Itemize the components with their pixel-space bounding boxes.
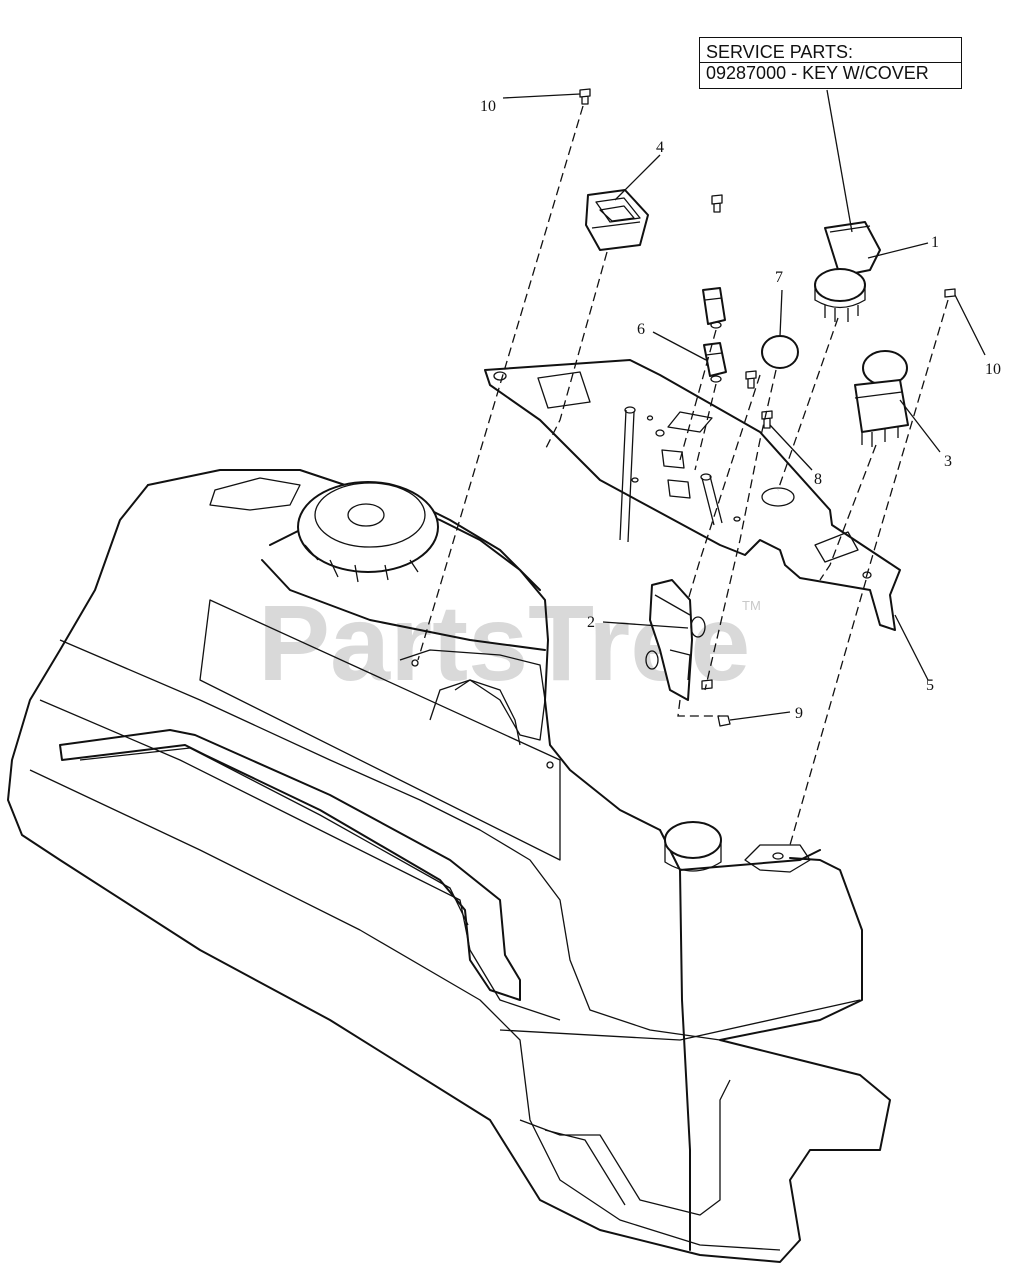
assembly-lines: [417, 105, 949, 846]
callout-9: 9: [795, 705, 803, 722]
interlock-switch-part-2: [645, 579, 713, 701]
service-parts-divider: [700, 62, 961, 63]
fuel-gauge: [664, 821, 722, 859]
callout-10-right: 10: [985, 361, 1001, 378]
callout-5: 5: [926, 677, 934, 694]
callout-3: 3: [944, 453, 952, 470]
callout-2: 2: [587, 614, 595, 631]
callout-7: 7: [775, 269, 783, 286]
service-parts-box: SERVICE PARTS: 09287000 - KEY W/COVER: [699, 37, 962, 89]
screws: [579, 88, 956, 727]
fuel-tank-body: [7, 469, 891, 1263]
switches-part-6: [702, 287, 727, 383]
rocker-switch-part-4: [585, 189, 649, 251]
leader-lines: [502, 89, 986, 721]
callout-10-left: 10: [480, 98, 496, 115]
pto-switch-part-3: [854, 350, 909, 447]
service-parts-heading: SERVICE PARTS:: [706, 42, 854, 62]
callout-1: 1: [931, 234, 939, 251]
plug-part-7: [761, 335, 799, 369]
callout-4: 4: [656, 139, 664, 156]
callouts: 10 4 1 7 6 10 3 8 2 5 9: [480, 98, 1001, 722]
callout-6: 6: [637, 321, 645, 338]
mounting-plate: [484, 359, 901, 631]
service-parts-item: 09287000 - KEY W/COVER: [706, 63, 929, 83]
ignition-switch-part-1: [814, 221, 881, 322]
watermark-trademark: TM: [742, 598, 761, 613]
callout-8: 8: [814, 471, 822, 488]
fuel-cap: [297, 481, 439, 573]
